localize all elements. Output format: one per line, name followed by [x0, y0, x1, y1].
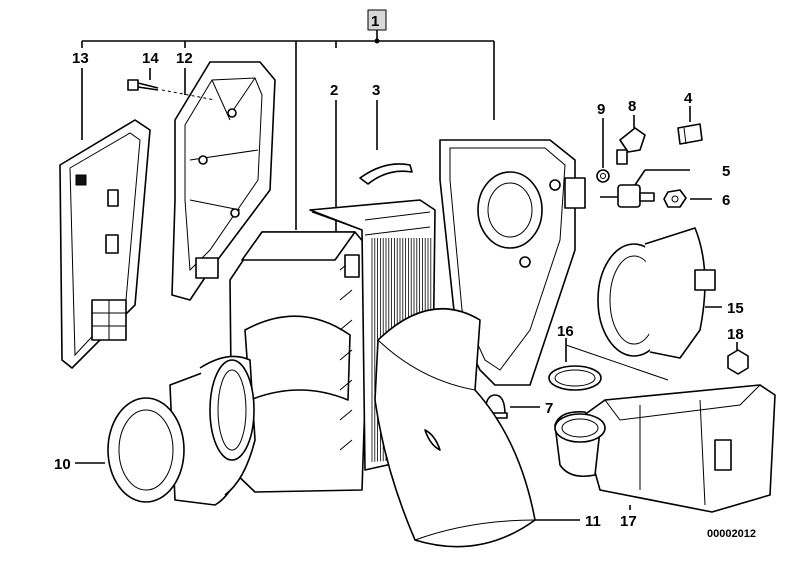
part-13-cover-plate — [59, 68, 151, 369]
part-6-nut — [663, 189, 712, 208]
callout-18: 18 — [727, 326, 744, 343]
callout-7: 7 — [545, 400, 553, 417]
part-15-duct — [597, 227, 722, 359]
part-5-connector — [600, 169, 690, 208]
part-10-intake-duct — [75, 355, 256, 506]
callout-5: 5 — [722, 163, 730, 180]
part-17-resonator — [554, 384, 776, 513]
part-2-filter-housing — [229, 100, 371, 493]
part-4-clip — [677, 106, 703, 145]
callout-15: 15 — [727, 300, 744, 317]
diagram-code: 00002012 — [707, 528, 756, 540]
part-18-nut — [727, 342, 749, 375]
callout-9: 9 — [597, 101, 605, 118]
part-8-sensor — [616, 115, 646, 165]
part-3-clip — [359, 100, 413, 185]
callout-1-bracket — [81, 9, 495, 230]
callout-10: 10 — [54, 456, 71, 473]
callout-3: 3 — [372, 82, 380, 99]
callout-14: 14 — [142, 50, 159, 67]
callout-4: 4 — [684, 90, 693, 107]
callout-6: 6 — [722, 192, 730, 209]
callout-13: 13 — [72, 50, 89, 67]
part-9-washer — [596, 118, 610, 183]
callout-17: 17 — [620, 513, 637, 530]
part-16-seal-ring — [548, 338, 669, 391]
part-12-bracket — [171, 61, 276, 301]
callout-11: 11 — [585, 513, 601, 530]
callout-12: 12 — [176, 50, 193, 67]
callout-2: 2 — [330, 82, 338, 99]
part-11-elbow-duct — [374, 308, 580, 548]
callout-8: 8 — [628, 98, 636, 115]
callout-16: 16 — [557, 323, 574, 340]
callout-1: 1 — [371, 13, 379, 30]
part-14-screw — [127, 68, 216, 101]
